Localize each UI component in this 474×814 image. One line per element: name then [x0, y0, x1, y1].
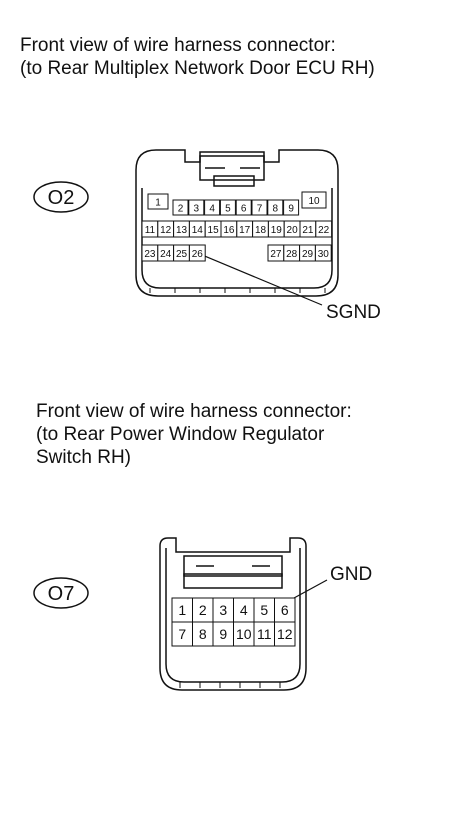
- connector-o7-tag-label: O7: [48, 583, 75, 605]
- o7-pin-1: 1: [171, 597, 193, 623]
- o2-pin-19-label: 19: [271, 225, 283, 236]
- o2-pin-22-label: 22: [318, 225, 330, 236]
- o2-pin-4: 4: [204, 199, 221, 216]
- o2-pin-27-label: 27: [270, 249, 282, 260]
- o7-pin-7-label: 7: [178, 626, 186, 642]
- o2-pin-7-label: 7: [257, 204, 263, 215]
- o7-pin-8-label: 8: [199, 626, 207, 642]
- o2-pin-3: 3: [188, 199, 205, 216]
- o2-pin-26: 26: [188, 244, 206, 262]
- o2-pin-12-label: 12: [160, 225, 172, 236]
- o2-pin-4-label: 4: [209, 204, 215, 215]
- o2-pin-11: 11: [141, 220, 159, 238]
- o7-pin-5-label: 5: [260, 602, 268, 618]
- o7-pin-10: 10: [233, 621, 255, 647]
- o7-pin-5: 5: [253, 597, 275, 623]
- o2-pin-30: 30: [314, 244, 332, 262]
- o2-pin-11-label: 11: [145, 225, 156, 236]
- o2-pin-22: 22: [315, 220, 333, 238]
- o2-pin-15: 15: [204, 220, 222, 238]
- o2-pin-20-label: 20: [287, 225, 299, 236]
- o2-pin-8-label: 8: [273, 204, 279, 215]
- o2-pin-30-label: 30: [318, 249, 330, 260]
- o2-pin-2: 2: [172, 199, 189, 216]
- o7-pin-4: 4: [233, 597, 255, 623]
- o7-pin-8: 8: [192, 621, 214, 647]
- o2-pin-6: 6: [235, 199, 252, 216]
- o2-pin-5-label: 5: [225, 204, 231, 215]
- o2-pin-26-label: 26: [192, 249, 204, 260]
- o7-pin-4-label: 4: [240, 602, 248, 618]
- o2-pin-13-label: 13: [176, 225, 188, 236]
- connector-o2-tag: O2: [33, 181, 89, 213]
- o7-pin-11-label: 11: [257, 626, 272, 642]
- o2-pin-23-label: 23: [144, 249, 156, 260]
- o2-pin-18-label: 18: [255, 225, 267, 236]
- o2-pin-25: 25: [173, 244, 190, 262]
- o2-pin-28: 28: [283, 244, 301, 262]
- gnd-label: GND: [330, 564, 372, 585]
- o7-pin-2: 2: [192, 597, 214, 623]
- o2-pin-5: 5: [219, 199, 236, 216]
- o7-pin-7: 7: [171, 621, 193, 647]
- o2-pin-14-label: 14: [192, 225, 204, 236]
- o7-pin-2-label: 2: [199, 602, 207, 618]
- connector-o2: [135, 149, 339, 306]
- o7-pin-3: 3: [212, 597, 234, 623]
- o2-pin-3-label: 3: [194, 204, 200, 215]
- o7-pin-12-label: 12: [277, 626, 293, 642]
- o7-pin-1-label: 1: [178, 602, 186, 618]
- o2-pin-16-label: 16: [223, 225, 235, 236]
- caption-top: Front view of wire harness connector: (t…: [20, 35, 375, 79]
- o2-pin-17-label: 17: [239, 225, 251, 236]
- o2-pin-10-label: 10: [308, 196, 320, 207]
- o2-pin-14: 14: [188, 220, 206, 238]
- o2-pin-16: 16: [220, 220, 238, 238]
- o2-pin-1-label: 1: [155, 198, 161, 209]
- o2-pin-24: 24: [157, 244, 175, 262]
- o2-pin-10: 10: [301, 191, 327, 209]
- o2-pin-2-label: 2: [178, 204, 184, 215]
- o7-pin-3-label: 3: [219, 602, 227, 618]
- o7-pin-12: 12: [274, 621, 296, 647]
- o2-pin-25-label: 25: [176, 249, 188, 260]
- o7-pin-9-label: 9: [219, 626, 227, 642]
- o7-pin-6: 6: [274, 597, 296, 623]
- o2-pin-23: 23: [141, 244, 159, 262]
- o2-pin-12: 12: [157, 220, 175, 238]
- connector-o2-tag-label: O2: [48, 187, 75, 209]
- sgnd-label: SGND: [326, 302, 381, 323]
- o2-pin-8: 8: [267, 199, 284, 216]
- o2-pin-9-label: 9: [288, 204, 294, 215]
- o2-pin-17: 17: [236, 220, 254, 238]
- o2-pin-21-label: 21: [302, 225, 314, 236]
- o2-pin-15-label: 15: [208, 225, 220, 236]
- o2-pin-1: 1: [147, 193, 169, 210]
- o7-pin-6-label: 6: [281, 602, 289, 618]
- o2-pin-9: 9: [283, 199, 300, 216]
- o2-pin-13: 13: [173, 220, 190, 238]
- o2-pin-24-label: 24: [160, 249, 172, 260]
- o2-pin-18: 18: [252, 220, 269, 238]
- o2-pin-6-label: 6: [241, 204, 247, 215]
- caption-bottom: Front view of wire harness connector: (t…: [36, 401, 352, 468]
- o2-pin-27: 27: [267, 244, 285, 262]
- o2-pin-28-label: 28: [286, 249, 298, 260]
- connector-o7-tag: O7: [33, 577, 89, 609]
- o2-pin-19: 19: [267, 220, 285, 238]
- o2-pin-21: 21: [299, 220, 317, 238]
- o2-pin-20: 20: [283, 220, 301, 238]
- o2-pin-29: 29: [299, 244, 316, 262]
- o7-pin-10-label: 10: [236, 626, 252, 642]
- o2-pin-29-label: 29: [302, 249, 314, 260]
- o7-pin-9: 9: [212, 621, 234, 647]
- o2-pin-7: 7: [251, 199, 268, 216]
- o7-pin-11: 11: [253, 621, 275, 647]
